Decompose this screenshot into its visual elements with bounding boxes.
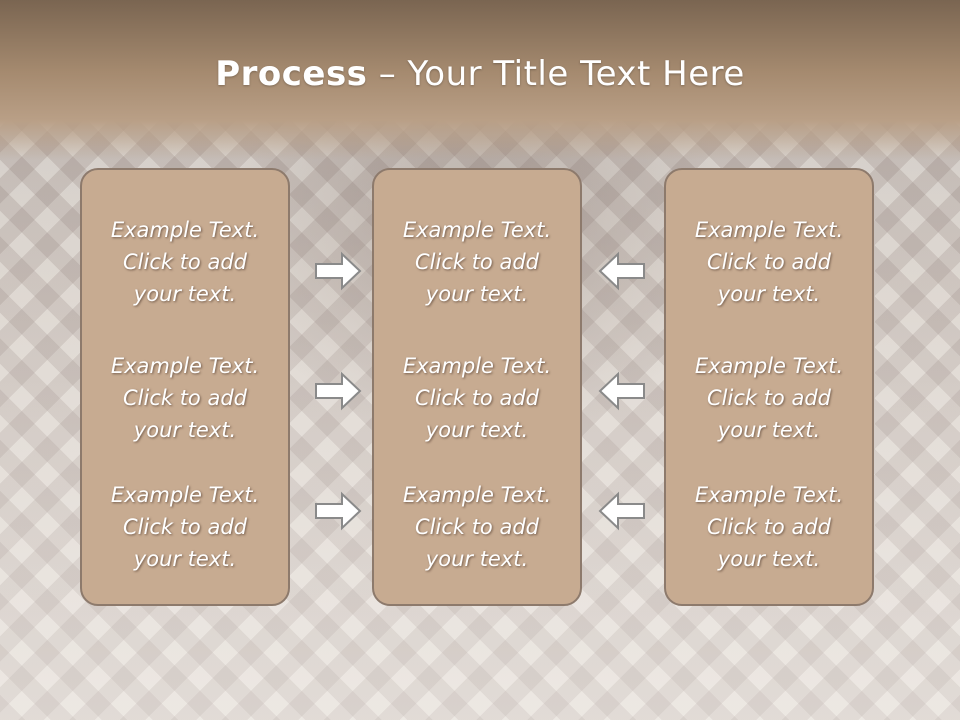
title-bold: Process xyxy=(215,54,368,94)
left-text-3[interactable]: Example Text. Click to add your text. xyxy=(110,483,260,571)
right-text-box[interactable]: Example Text. Click to add your text. Ex… xyxy=(664,168,874,606)
arrow-left-icon xyxy=(598,251,645,291)
middle-text-box[interactable]: Example Text. Click to add your text. Ex… xyxy=(372,168,582,606)
arrow-left-icon xyxy=(598,491,645,531)
middle-text-3[interactable]: Example Text. Click to add your text. xyxy=(402,483,552,571)
arrow-right-icon xyxy=(315,491,362,531)
left-text-1[interactable]: Example Text. Click to add your text. xyxy=(110,218,260,306)
arrow-right-icon xyxy=(315,371,362,411)
title-rest: – Your Title Text Here xyxy=(367,54,745,94)
arrow-left-icon xyxy=(598,371,645,411)
left-text-box[interactable]: Example Text. Click to add your text. Ex… xyxy=(80,168,290,606)
middle-text-1[interactable]: Example Text. Click to add your text. xyxy=(402,218,552,306)
middle-text-2[interactable]: Example Text. Click to add your text. xyxy=(402,354,552,442)
title-band xyxy=(0,0,960,160)
left-text-2[interactable]: Example Text. Click to add your text. xyxy=(110,354,260,442)
arrow-right-icon xyxy=(315,251,362,291)
slide-title[interactable]: Process – Your Title Text Here xyxy=(0,54,960,94)
right-text-2[interactable]: Example Text. Click to add your text. xyxy=(694,354,844,442)
right-text-1[interactable]: Example Text. Click to add your text. xyxy=(694,218,844,306)
right-text-3[interactable]: Example Text. Click to add your text. xyxy=(694,483,844,571)
